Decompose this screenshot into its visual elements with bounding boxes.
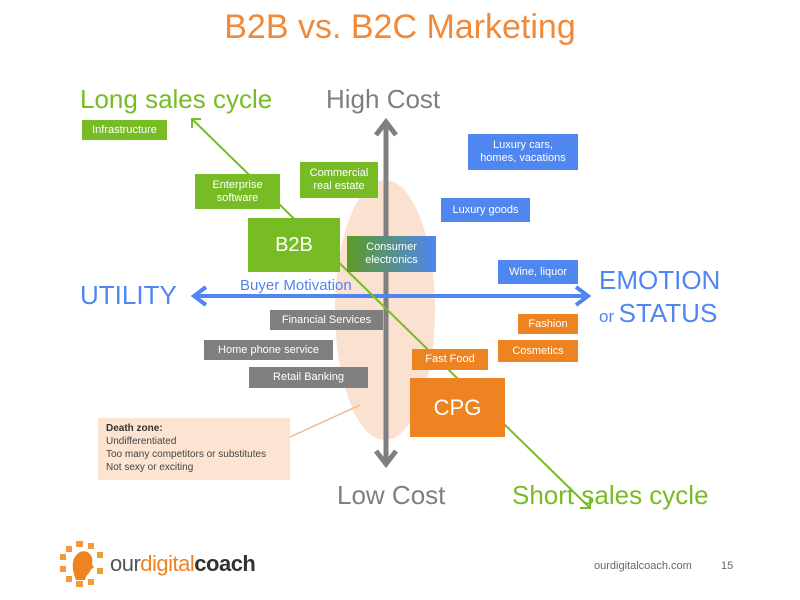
or-status-label: or STATUS xyxy=(599,298,717,329)
death-zone-line: Undifferentiated xyxy=(106,436,177,447)
text: homes, vacations xyxy=(480,152,566,164)
logo-text-digital: digital xyxy=(140,551,195,576)
cost-axis-arrow xyxy=(374,117,398,469)
logo-text-coach: coach xyxy=(194,551,256,576)
text: Enterprise xyxy=(212,178,263,191)
buyer-motivation-label: Buyer Motivation xyxy=(240,277,352,294)
box-cpg: CPG xyxy=(410,378,505,437)
death-zone-line: Not sexy or exciting xyxy=(106,462,194,473)
logo-head-icon xyxy=(60,541,103,587)
long-sales-cycle-label: Long sales cycle xyxy=(80,84,273,114)
box-home-phone-service: Home phone service xyxy=(204,340,333,360)
death-zone-callout: Death zone: Undifferentiated Too many co… xyxy=(98,418,290,480)
high-cost-label: High Cost xyxy=(326,84,441,114)
box-retail-banking: Retail Banking xyxy=(249,367,368,388)
box-financial-services: Financial Services xyxy=(270,310,383,330)
page-number: 15 xyxy=(721,560,734,572)
box-fashion: Fashion xyxy=(518,314,578,334)
text: Commercial xyxy=(309,167,369,179)
box-luxury-cars: Luxury cars,homes, vacations xyxy=(468,134,578,170)
footer-url: ourdigitalcoach.com xyxy=(594,560,692,572)
motivation-axis-arrow xyxy=(190,285,592,307)
emotion-label: EMOTION xyxy=(599,265,721,295)
logo-text: ourdigitalcoach xyxy=(110,551,256,577)
text: software xyxy=(216,191,259,204)
status-text: STATUS xyxy=(618,298,718,328)
or-text: or xyxy=(599,307,615,326)
text: Consumer xyxy=(366,241,417,253)
box-infrastructure: Infrastructure xyxy=(82,120,167,140)
box-b2b: B2B xyxy=(248,218,340,272)
low-cost-label: Low Cost xyxy=(337,480,446,510)
death-zone-pointer xyxy=(289,404,361,438)
short-sales-cycle-label: Short sales cycle xyxy=(512,480,709,510)
logo: ourdigitalcoach xyxy=(58,540,256,588)
box-luxury-goods: Luxury goods xyxy=(441,198,530,222)
logo-text-our: our xyxy=(110,551,141,576)
text: real estate xyxy=(313,180,365,192)
text: electronics xyxy=(365,254,418,266)
box-wine-liquor: Wine, liquor xyxy=(498,260,578,284)
death-zone-line: Too many competitors or substitutes xyxy=(106,449,267,460)
death-zone-heading: Death zone: xyxy=(106,423,163,434)
text: Luxury cars, xyxy=(493,139,553,151)
slide-title: B2B vs. B2C Marketing xyxy=(224,8,576,46)
utility-label: UTILITY xyxy=(80,280,177,310)
box-fast-food: Fast Food xyxy=(412,349,488,370)
box-cosmetics: Cosmetics xyxy=(498,340,578,362)
